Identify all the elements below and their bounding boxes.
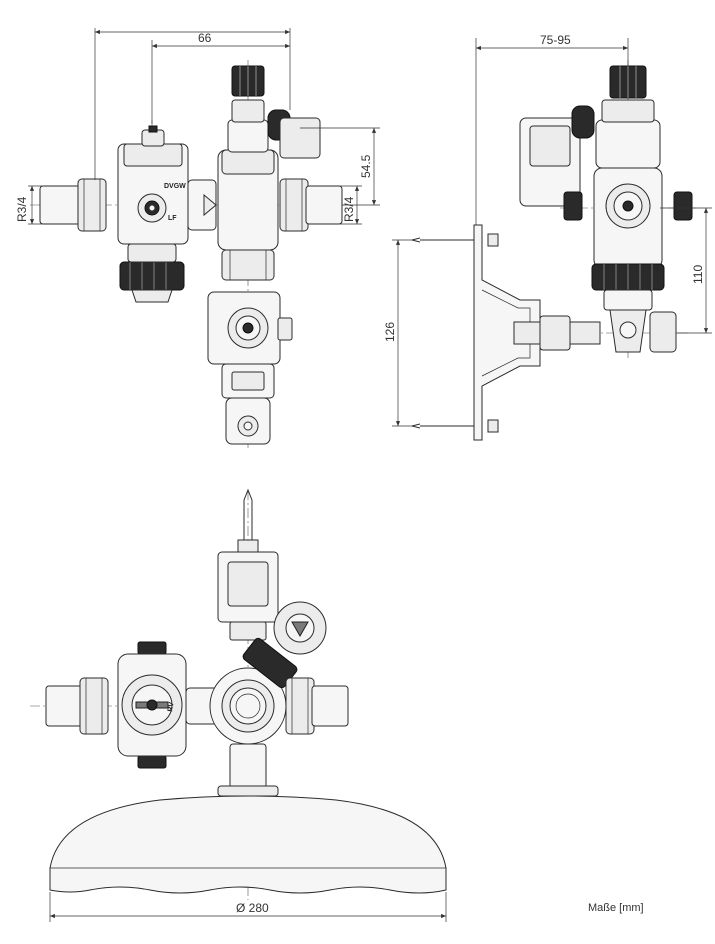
side-valve-assembly (519, 65, 693, 353)
dim-diameter: Ø 280 (236, 901, 269, 915)
dvgw-marking: DVGW (164, 183, 186, 190)
front-dimensions: 66 R3/4 R3/4 54.5 (15, 28, 380, 225)
wall-anchor (217, 488, 279, 641)
left-pipe-connector (39, 178, 107, 232)
side-dimensions: 75-95 110 126 (383, 33, 712, 427)
dim-126: 126 (383, 322, 397, 342)
side-view (411, 60, 700, 441)
bottom-left-connector (45, 677, 109, 735)
dim-66: 66 (198, 31, 212, 45)
units-caption: Maße [mm] (588, 902, 644, 914)
bottom-center-body (209, 601, 349, 789)
front-view: DVGW LF (30, 60, 345, 450)
dim-thread-left: R3/4 (15, 196, 29, 222)
diameter-dimension: Ø 280 (49, 892, 447, 922)
shower-head (49, 785, 447, 894)
dim-thread-right: R3/4 (342, 196, 356, 222)
dim-54-5: 54.5 (359, 154, 373, 178)
central-body (207, 65, 321, 445)
lf-marking: LF (168, 215, 177, 222)
wall-bracket (411, 224, 601, 441)
top-view: RV (30, 488, 447, 900)
right-pipe-connector (279, 178, 343, 232)
rv-marking: RV (167, 701, 176, 712)
dim-75-95: 75-95 (540, 33, 571, 47)
dvgw-valve (117, 125, 217, 303)
dim-110: 110 (691, 265, 705, 284)
rv-valve (117, 641, 223, 769)
